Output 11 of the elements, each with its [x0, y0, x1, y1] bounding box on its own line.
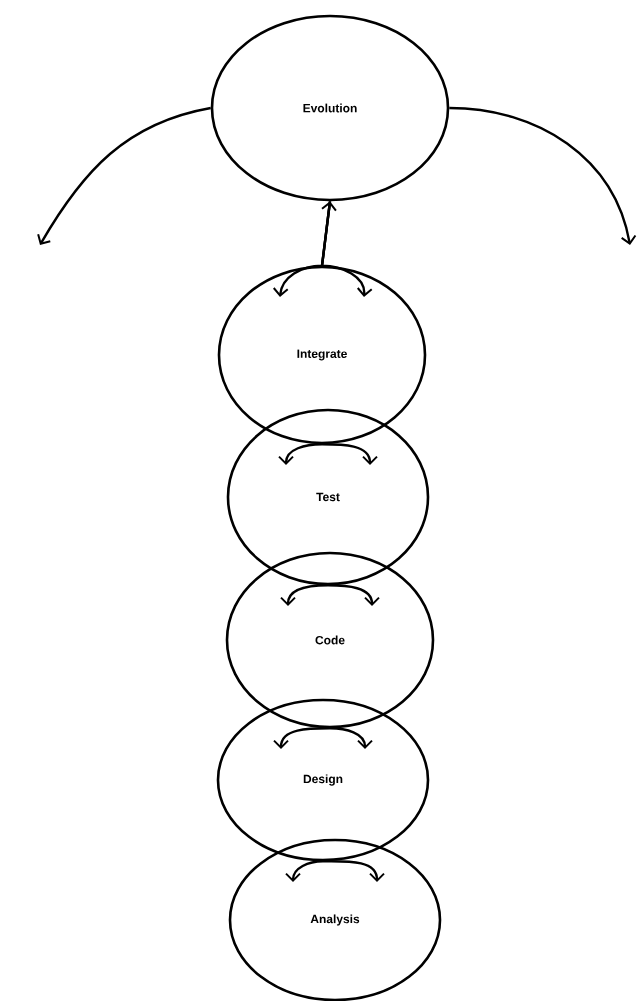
arrow: [37, 106, 211, 245]
arrow: [449, 106, 637, 245]
arrow: [329, 727, 373, 749]
arrow: [322, 443, 378, 465]
arrow: [273, 727, 330, 749]
arrow: [323, 860, 385, 882]
arrow: [328, 584, 380, 606]
arrow: [278, 443, 323, 465]
arrow: [320, 201, 373, 297]
arrow: [280, 584, 328, 606]
arrow: [285, 860, 324, 882]
